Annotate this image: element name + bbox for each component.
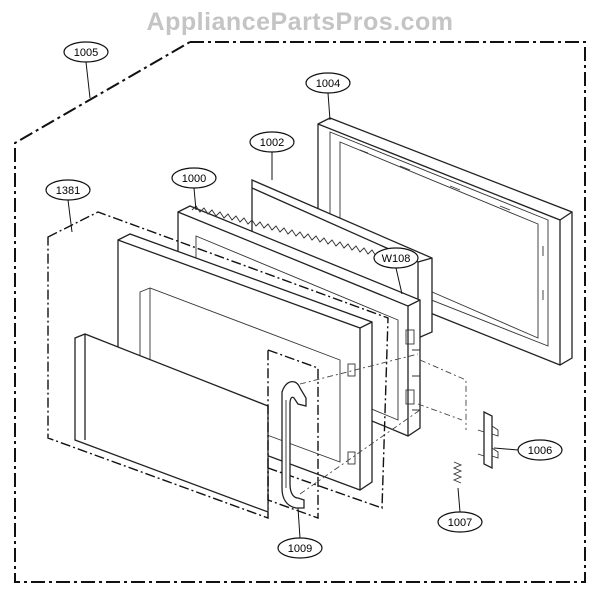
svg-text:1381: 1381 [56,185,80,197]
callout-1006: 1006 [517,439,563,461]
callout-1005: 1005 [63,41,109,63]
part-1009-handle [281,381,307,509]
callout-1004: 1004 [305,72,351,94]
part-1007-spring [452,461,463,484]
svg-text:1002: 1002 [260,137,284,149]
svg-text:1000: 1000 [182,173,206,185]
callout-1007: 1007 [437,511,483,533]
assembly-boundary-1005 [14,41,586,583]
svg-text:1005: 1005 [74,47,98,59]
leader-lines [67,61,519,539]
callout-1381: 1381 [45,179,91,201]
callout-1000: 1000 [171,167,217,189]
handle-group-boundary [267,349,319,519]
svg-text:1007: 1007 [448,517,472,529]
callout-1009: 1009 [277,537,323,559]
svg-text:W108: W108 [382,253,411,265]
callout-1002: 1002 [249,131,295,153]
mounting-guide-lines [299,353,467,495]
svg-text:1009: 1009 [288,543,312,555]
svg-text:1006: 1006 [528,445,552,457]
part-1006-latch [477,410,499,470]
watermark: AppliancePartsPros.com [146,8,454,36]
svg-text:1004: 1004 [316,78,340,90]
group-boundary-1381 [47,211,389,519]
callout-W108: W108 [373,247,419,269]
